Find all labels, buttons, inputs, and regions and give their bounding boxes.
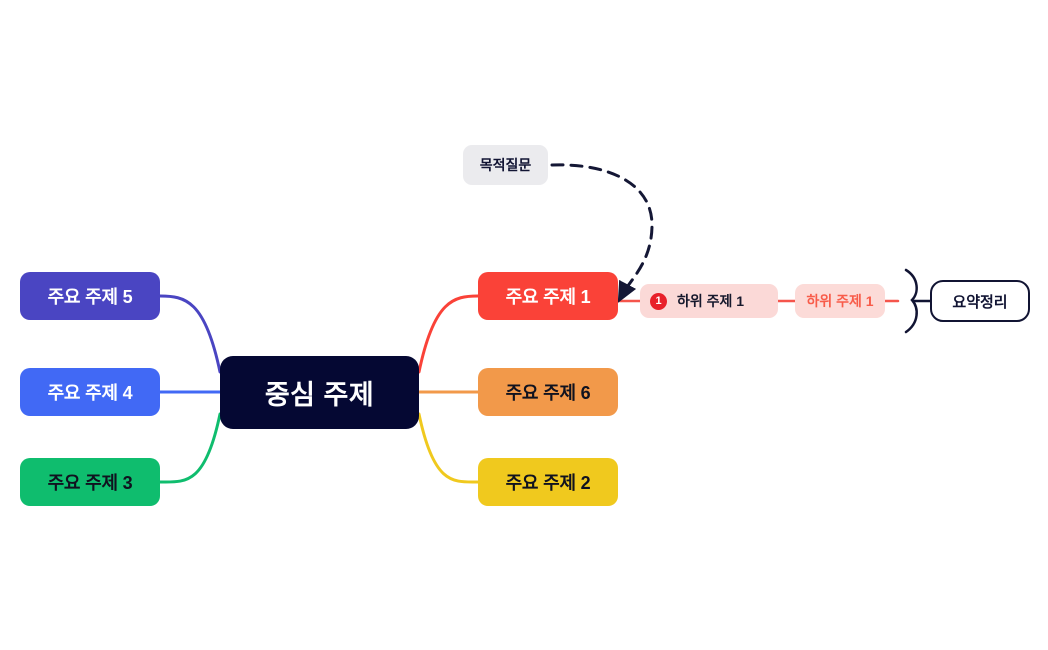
central-topic-label: 중심 주제 bbox=[264, 380, 375, 410]
main-topic-label-5: 주요 주제 5 bbox=[47, 287, 133, 307]
summary-brace bbox=[904, 268, 918, 334]
sub-topic-badge-icon: 1 bbox=[650, 292, 667, 310]
main-topic-node-5[interactable]: 주요 주제 5 bbox=[20, 272, 160, 320]
summary-node[interactable]: 요약정리 bbox=[930, 280, 1030, 322]
main-topic-label-3: 주요 주제 3 bbox=[47, 473, 133, 493]
central-topic-node[interactable]: 중심 주제 bbox=[220, 356, 419, 429]
purpose-question-text: 목적질문 bbox=[479, 157, 532, 173]
sub-topic-node-1[interactable]: 1 하위 주제 1 bbox=[640, 284, 778, 318]
sub-topic-label-1: 하위 주제 1 bbox=[677, 293, 745, 309]
sub-topic-label-2: 하위 주제 1 bbox=[806, 293, 874, 309]
main-topic-label-6: 주요 주제 6 bbox=[505, 383, 591, 403]
edge-central-to-topic-5 bbox=[158, 294, 222, 374]
sub-topic-node-2[interactable]: 하위 주제 1 bbox=[795, 284, 885, 318]
edge-central-to-topic-3 bbox=[158, 412, 222, 484]
main-topic-node-4[interactable]: 주요 주제 4 bbox=[20, 368, 160, 416]
main-topic-label-2: 주요 주제 2 bbox=[505, 473, 591, 493]
main-topic-node-2[interactable]: 주요 주제 2 bbox=[478, 458, 618, 506]
main-topic-node-6[interactable]: 주요 주제 6 bbox=[478, 368, 618, 416]
main-topic-label-4: 주요 주제 4 bbox=[47, 383, 133, 403]
main-topic-node-1[interactable]: 주요 주제 1 bbox=[478, 272, 618, 320]
edge-central-to-topic-1 bbox=[417, 294, 480, 374]
main-topic-label-1: 주요 주제 1 bbox=[505, 287, 591, 307]
edge-central-to-topic-2 bbox=[417, 412, 480, 484]
purpose-question-label[interactable]: 목적질문 bbox=[463, 145, 548, 185]
main-topic-node-3[interactable]: 주요 주제 3 bbox=[20, 458, 160, 506]
summary-label: 요약정리 bbox=[952, 293, 1008, 311]
